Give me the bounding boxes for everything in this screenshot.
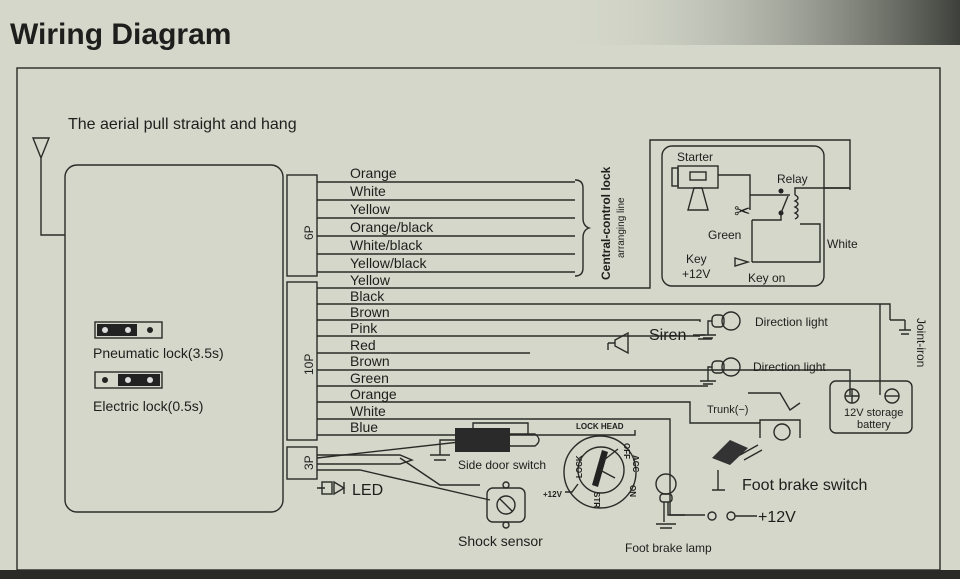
wire-label: Brown: [350, 304, 390, 320]
foot-brake-switch-label: Foot brake switch: [742, 477, 867, 494]
brake-lamp-icon: [655, 473, 705, 529]
shock-sensor-icon: [486, 481, 526, 529]
wire-label: Yellow: [350, 201, 391, 217]
connector-10p-label: 10P: [302, 354, 316, 375]
aerial-note: The aerial pull straight and hang: [68, 116, 297, 133]
white-wire-label: White: [827, 237, 858, 251]
connector-3p: [286, 446, 318, 480]
led-label: LED: [352, 482, 383, 499]
direction-light-icon: [700, 357, 741, 387]
ignition-voltage-label: +12V: [543, 490, 563, 499]
siren-icon: [607, 331, 629, 355]
wire-label: Black: [350, 288, 385, 304]
connector-6p: [286, 174, 318, 277]
wire-label: Blue: [350, 419, 378, 435]
wire-label: Pink: [350, 320, 378, 336]
green-wire-label: Green: [708, 228, 741, 242]
joint-iron-label: Joint-iron: [914, 318, 928, 367]
electric-lock-label: Electric lock(0.5s): [93, 398, 203, 414]
central-lock-label: Central-control lock: [599, 166, 613, 280]
ignition-lock-icon: [563, 435, 637, 509]
connector-3p-label: 3P: [302, 455, 316, 470]
central-lock-sublabel: arranging line: [616, 197, 627, 258]
battery-label: 12V storage: [844, 407, 903, 419]
key-on-label: Key on: [748, 271, 785, 285]
ten-pin-wires: [317, 139, 905, 516]
trunk-label: Trunk(−): [707, 404, 748, 416]
ground-icon: [899, 320, 911, 335]
lock-position-acc: ACC: [631, 455, 640, 473]
wire-label: Yellow: [350, 272, 391, 288]
page-title: Wiring Diagram: [10, 18, 231, 51]
battery-icon: [829, 380, 913, 434]
trunk-icon: [748, 392, 801, 441]
relay-label: Relay: [777, 172, 808, 186]
starter-label: Starter: [677, 150, 713, 164]
lock-position-off: OFF: [622, 443, 631, 459]
wire-label: Brown: [350, 353, 390, 369]
wire-label: Orange: [350, 165, 397, 181]
alarm-module: [64, 164, 284, 513]
foot-brake-pedal-icon: [707, 440, 763, 521]
wire-label: Red: [350, 337, 376, 353]
connector-10p: [286, 281, 318, 441]
wire-label: White/black: [350, 237, 423, 253]
side-door-switch-label: Side door switch: [458, 458, 546, 472]
electric-lock-jumper-icon: [94, 371, 163, 389]
siren-label: Siren: [649, 327, 686, 344]
three-pin-wires: [316, 437, 496, 501]
shock-sensor-label: Shock sensor: [458, 533, 543, 549]
connector-6p-label: 6P: [302, 225, 316, 240]
key-label: Key: [686, 252, 707, 266]
pneumatic-lock-jumper-icon: [94, 321, 163, 339]
battery-label-2: battery: [857, 419, 891, 431]
shadow: [560, 0, 960, 45]
lock-head-label: LOCK HEAD: [576, 422, 624, 431]
led-icon: [321, 480, 346, 496]
direction-light-2-label: Direction light: [753, 360, 826, 374]
wire-label: Yellow/black: [350, 255, 428, 271]
wire-label: Orange: [350, 386, 397, 402]
wire-label: Green: [350, 370, 389, 386]
lock-position-lock: LOCK: [575, 455, 584, 478]
relay-icon: [734, 187, 850, 267]
direction-light-1-label: Direction light: [755, 315, 828, 329]
lock-position-on: ON: [628, 485, 637, 497]
diagram-frame: [16, 67, 941, 571]
wire-label: White: [350, 403, 386, 419]
lock-position-str: STR: [592, 492, 601, 508]
battery-terminals-icon: [844, 388, 900, 404]
starter-relay-box: [661, 145, 825, 287]
svg-text:✂: ✂: [734, 201, 751, 223]
six-pin-wires: [317, 179, 592, 277]
foot-brake-lamp-label: Foot brake lamp: [625, 541, 712, 555]
starter-motor-icon: [671, 165, 790, 211]
wire-label: Orange/black: [350, 219, 434, 235]
aerial-icon: [31, 137, 65, 236]
cut-scissors-icon: ✂: [734, 201, 751, 223]
pneumatic-lock-label: Pneumatic lock(3.5s): [93, 345, 224, 361]
wire-label: White: [350, 183, 386, 199]
key-voltage-label: +12V: [682, 267, 710, 281]
brake-voltage-label: +12V: [758, 509, 796, 526]
